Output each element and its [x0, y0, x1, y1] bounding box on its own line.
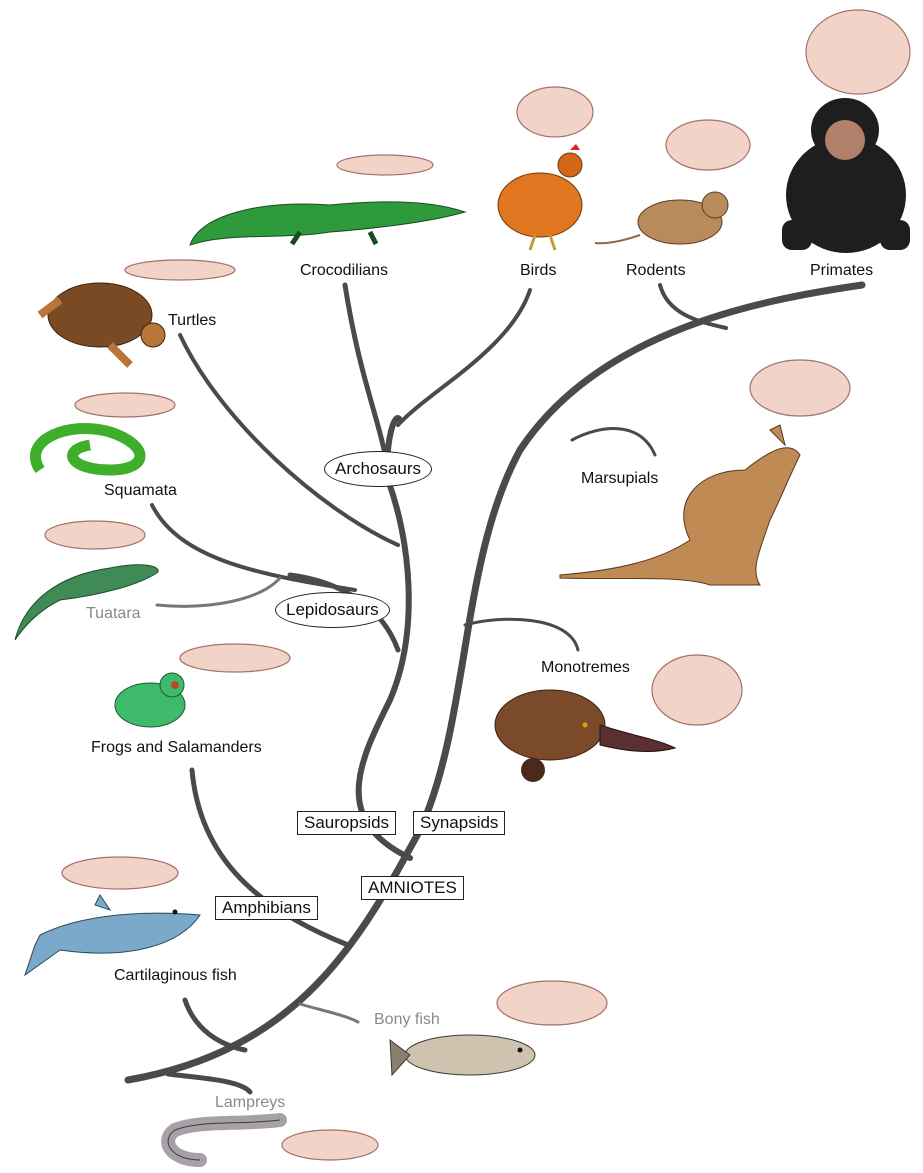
bony-fish-icon — [390, 1035, 535, 1075]
tuatara-icon — [15, 565, 158, 640]
chimpanzee-icon — [782, 98, 910, 253]
label-primates: Primates — [810, 262, 873, 280]
hen-icon — [498, 144, 582, 250]
label-cartilaginous-fish: Cartilaginous fish — [114, 967, 237, 985]
rat-icon — [595, 192, 728, 244]
frog-icon — [115, 673, 185, 727]
label-tuatara: Tuatara — [86, 605, 141, 623]
label-monotremes: Monotremes — [541, 659, 630, 677]
clade-synapsids: Synapsids — [413, 811, 505, 835]
brain-icon — [45, 10, 910, 1160]
clade-archosaurs: Archosaurs — [324, 451, 432, 487]
kangaroo-icon — [560, 425, 800, 585]
label-bony-fish: Bony fish — [374, 1011, 440, 1029]
label-turtles: Turtles — [168, 312, 216, 330]
clade-amniotes: AMNIOTES — [361, 876, 464, 900]
lamprey-icon — [168, 1120, 280, 1160]
platypus-icon — [495, 690, 675, 782]
crocodile-icon — [190, 202, 465, 245]
label-lampreys: Lampreys — [215, 1094, 285, 1112]
label-marsupials: Marsupials — [581, 470, 658, 488]
clade-amphibians: Amphibians — [215, 896, 318, 920]
label-birds: Birds — [520, 262, 556, 280]
label-frogs-salamanders: Frogs and Salamanders — [91, 739, 262, 757]
label-rodents: Rodents — [626, 262, 686, 280]
shark-icon — [25, 895, 200, 975]
clade-sauropsids: Sauropsids — [297, 811, 396, 835]
snake-icon — [35, 428, 140, 470]
label-crocodilians: Crocodilians — [300, 262, 388, 280]
label-squamata: Squamata — [104, 482, 177, 500]
turtle-icon — [40, 283, 165, 365]
clade-lepidosaurs: Lepidosaurs — [275, 592, 390, 628]
